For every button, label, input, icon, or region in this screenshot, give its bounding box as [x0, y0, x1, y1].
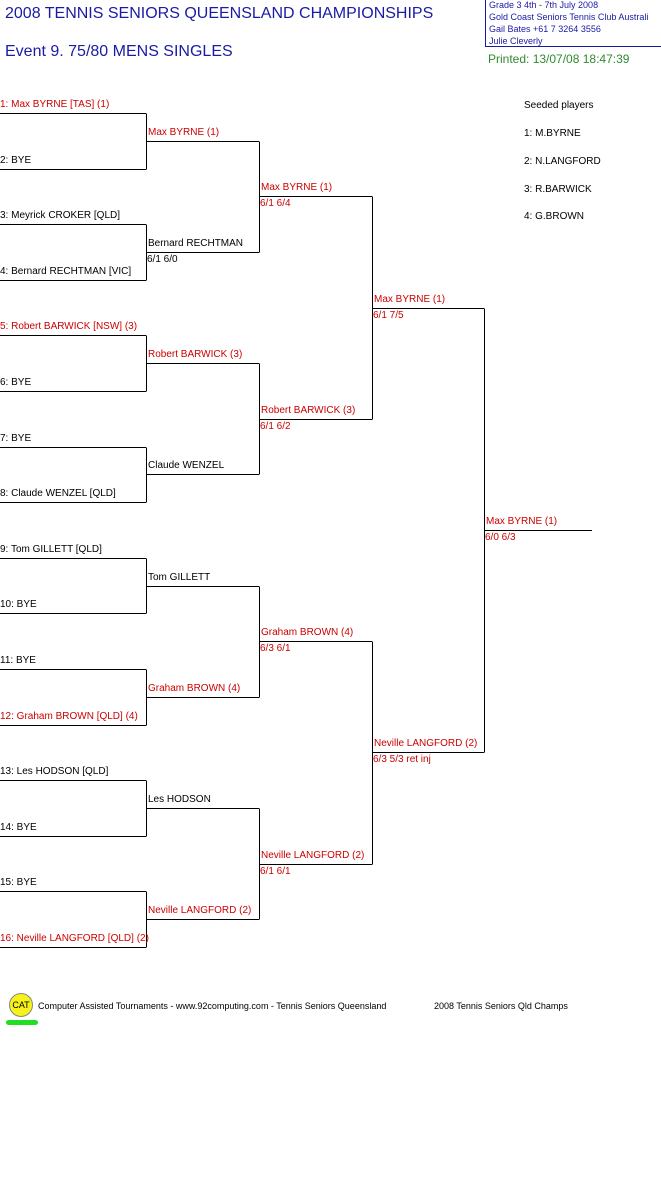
quarterfinal-winner: Graham BROWN (4)	[261, 627, 354, 638]
cat-logo-icon: CAT	[9, 993, 33, 1017]
round2-winner: Neville LANGFORD (2)	[148, 905, 252, 916]
round1-player: 16: Neville LANGFORD [QLD] (2)	[0, 933, 149, 944]
round1-player: 1: Max BYRNE [TAS] (1)	[0, 99, 110, 110]
quarterfinal-winner: Max BYRNE (1)	[261, 182, 333, 193]
quarterfinal-score: 6/1 6/2	[260, 421, 291, 432]
footer-credit: Computer Assisted Tournaments - www.92co…	[38, 1001, 387, 1011]
round1-player: 14: BYE	[0, 822, 37, 833]
round2-winner: Bernard RECHTMAN	[148, 238, 244, 249]
round1-player: 10: BYE	[0, 599, 37, 610]
round1-player: 3: Meyrick CROKER [QLD]	[0, 210, 121, 221]
round1-player: 12: Graham BROWN [QLD] (4)	[0, 711, 138, 722]
footer-event: 2008 Tennis Seniors Qld Champs	[434, 1001, 568, 1011]
quarterfinal-score: 6/1 6/4	[260, 198, 291, 209]
quarterfinal-winner: Neville LANGFORD (2)	[261, 850, 365, 861]
round2-winner: Claude WENZEL	[148, 460, 225, 471]
round1-player: 5: Robert BARWICK [NSW] (3)	[0, 321, 138, 332]
round1-player: 11: BYE	[0, 655, 36, 666]
page-title: 2008 TENNIS SENIORS QUEENSLAND CHAMPIONS…	[5, 5, 434, 22]
semifinal-winner: Max BYRNE (1)	[374, 294, 446, 305]
quarterfinal-score: 6/3 6/1	[260, 643, 291, 654]
round1-player: 8: Claude WENZEL [QLD]	[0, 488, 116, 499]
round1-player: 9: Tom GILLETT [QLD]	[0, 544, 102, 555]
round2-winner: Robert BARWICK (3)	[148, 349, 243, 360]
seeded-player: 2: N.LANGFORD	[524, 156, 601, 167]
round1-player: 15: BYE	[0, 877, 37, 888]
seeded-heading: Seeded players	[524, 100, 594, 111]
round2-winner: Tom GILLETT	[148, 572, 211, 583]
seeded-player: 1: M.BYRNE	[524, 128, 581, 139]
final-winner: Max BYRNE (1)	[486, 516, 558, 527]
final-score: 6/0 6/3	[485, 532, 516, 543]
quarterfinal-winner: Robert BARWICK (3)	[261, 405, 356, 416]
round1-player: 2: BYE	[0, 155, 32, 166]
seeded-player: 4: G.BROWN	[524, 211, 585, 222]
info-venue: Gold Coast Seniors Tennis Club Australi	[489, 12, 649, 22]
semifinal-winner: Neville LANGFORD (2)	[374, 738, 478, 749]
info-grade-dates: Grade 3 4th - 7th July 2008	[489, 0, 599, 10]
quarterfinal-score: 6/1 6/1	[260, 866, 291, 877]
info-box: Grade 3 4th - 7th July 2008 Gold Coast S…	[485, 0, 661, 47]
info-contact-2: Julie Cleverly	[489, 36, 543, 46]
event-title: Event 9. 75/80 MENS SINGLES	[5, 43, 233, 60]
round1-player: 6: BYE	[0, 377, 32, 388]
info-contact-1: Gail Bates +61 7 3264 3556	[489, 24, 601, 34]
cat-logo-underline	[6, 1020, 38, 1025]
round1-player: 4: Bernard RECHTMAN [VIC]	[0, 266, 132, 277]
round2-score: 6/1 6/0	[147, 254, 178, 265]
printed-timestamp: Printed: 13/07/08 18:47:39	[488, 52, 630, 66]
round1-player: 7: BYE	[0, 433, 32, 444]
round1-player: 13: Les HODSON [QLD]	[0, 766, 109, 777]
round2-winner: Graham BROWN (4)	[148, 683, 241, 694]
round2-winner: Max BYRNE (1)	[148, 127, 220, 138]
semifinal-score: 6/3 5/3 ret inj	[373, 754, 431, 765]
round2-winner: Les HODSON	[148, 794, 211, 805]
seeded-player: 3: R.BARWICK	[524, 184, 592, 195]
semifinal-score: 6/1 7/5	[373, 310, 404, 321]
